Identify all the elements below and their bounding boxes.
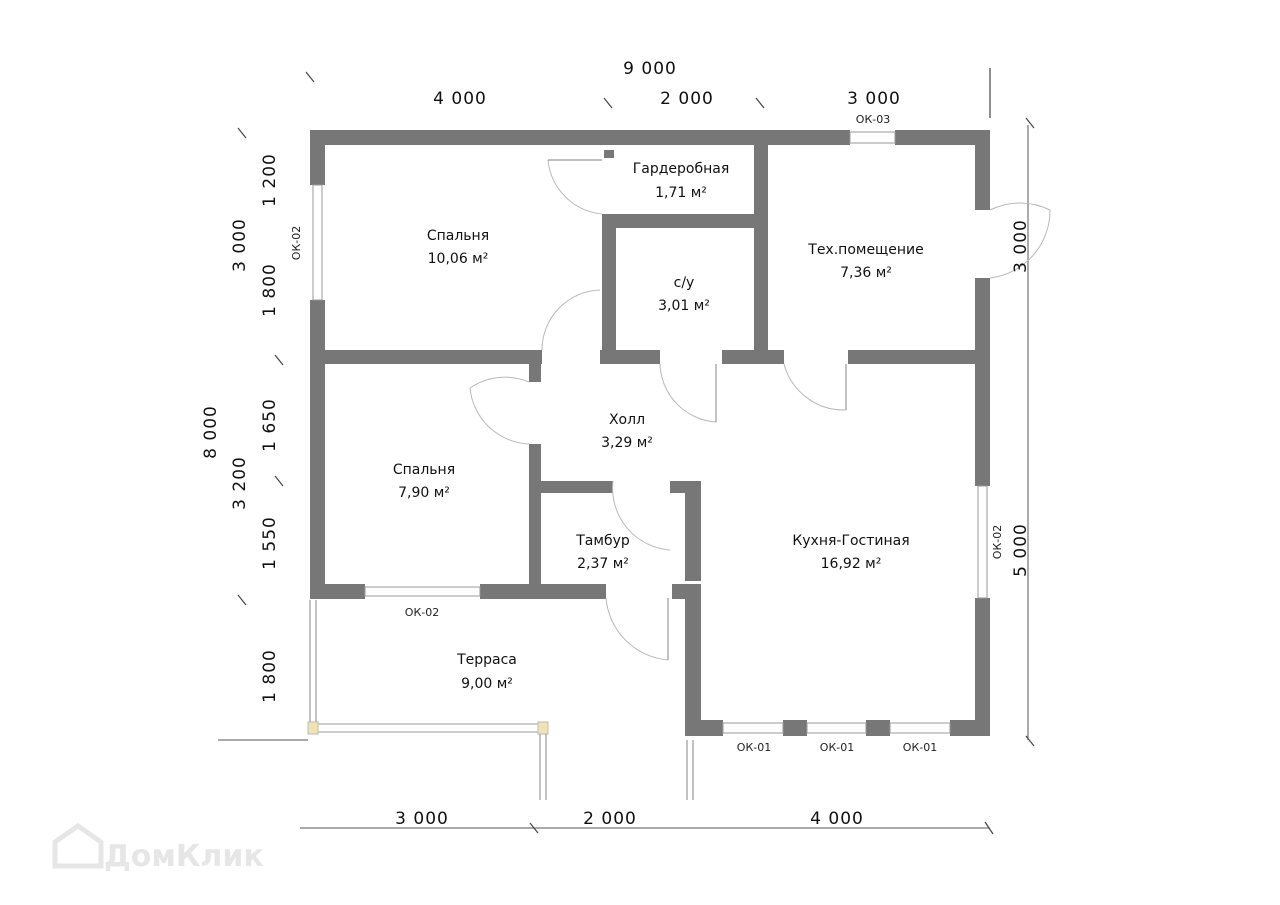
room-bedroom2-name: Спальня (393, 462, 455, 478)
dim-top-3: 3 000 (847, 89, 901, 109)
doors (469, 159, 1051, 661)
window-label-ok02-right: ОК-02 (991, 525, 1004, 559)
dim-left-total: 8 000 (201, 405, 221, 459)
dim-top-2: 2 000 (660, 89, 714, 109)
room-bedroom1-area: 10,06 м² (428, 251, 489, 267)
room-tech-name: Тех.помещение (807, 242, 923, 258)
room-labels: Гардеробная 1,71 м² Спальня 10,06 м² с/у… (393, 161, 924, 692)
dim-top-1: 4 000 (433, 89, 487, 109)
room-bathroom-name: с/у (674, 275, 695, 291)
dim-left-mid-1: 3 000 (230, 218, 250, 272)
room-hall-area: 3,29 м² (601, 435, 653, 451)
dim-left-inner-1: 1 200 (260, 153, 280, 207)
watermark: ДомКлик (52, 822, 264, 874)
window-label-ok01-3: ОК-01 (903, 741, 937, 754)
room-kitchen-name: Кухня-Гостиная (792, 533, 909, 549)
watermark-text: ДомКлик (104, 839, 264, 874)
dim-left-inner-5: 1 800 (260, 649, 280, 703)
dim-bottom-1: 3 000 (395, 809, 449, 829)
room-terrace-name: Терраса (456, 652, 517, 668)
window-label-ok03: ОК-03 (856, 113, 890, 126)
room-bathroom-area: 3,01 м² (658, 298, 710, 314)
window-label-ok01-1: ОК-01 (737, 741, 771, 754)
room-vestibule-name: Тамбур (575, 533, 630, 549)
dim-bottom-2: 2 000 (583, 809, 637, 829)
room-bedroom2-area: 7,90 м² (398, 485, 450, 501)
window-label-ok02-bottom: ОК-02 (405, 606, 439, 619)
room-vestibule-area: 2,37 м² (577, 556, 629, 572)
room-kitchen-area: 16,92 м² (821, 556, 882, 572)
dim-bottom-3: 4 000 (810, 809, 864, 829)
room-wardrobe-area: 1,71 м² (655, 185, 707, 201)
room-tech-area: 7,36 м² (840, 265, 892, 281)
dimension-labels: 9 000 4 000 2 000 3 000 3 000 2 000 4 00… (201, 59, 1031, 829)
dim-right-1: 3 000 (1011, 219, 1031, 273)
window-label-ok01-2: ОК-01 (820, 741, 854, 754)
dim-left-mid-2: 3 200 (230, 456, 250, 510)
dimension-lines (218, 68, 1035, 835)
dim-top-total: 9 000 (623, 59, 677, 79)
house-icon (52, 822, 104, 869)
room-bedroom1-name: Спальня (427, 228, 489, 244)
dim-right-2: 5 000 (1011, 523, 1031, 577)
dim-left-inner-2: 1 800 (260, 263, 280, 317)
room-wardrobe-name: Гардеробная (633, 161, 730, 177)
walls (310, 130, 990, 736)
window-labels: ОК-03 ОК-02 ОК-02 ОК-02 ОК-01 ОК-01 ОК-0… (290, 113, 1004, 754)
dim-left-inner-3: 1 650 (260, 398, 280, 452)
window-label-ok02-left: ОК-02 (290, 226, 303, 260)
dim-left-inner-4: 1 550 (260, 516, 280, 570)
room-hall-name: Холл (609, 412, 645, 428)
windows (307, 131, 988, 800)
room-terrace-area: 9,00 м² (461, 676, 513, 692)
